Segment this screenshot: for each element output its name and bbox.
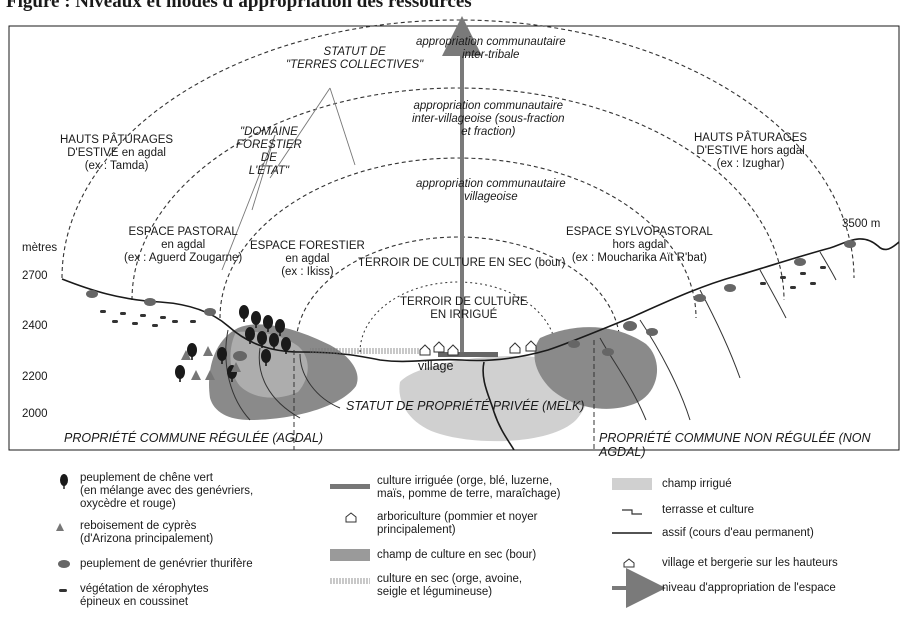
statut-terres-collectives: STATUT DE"TERRES COLLECTIVES" — [286, 46, 424, 71]
dry-field-right — [534, 327, 658, 409]
peak-altitude: 3500 m — [842, 218, 881, 230]
legend-dry-crop: culture en sec (orge, avoine,seigle et l… — [377, 573, 523, 598]
legend-river: assif (cours d'eau permanent) — [662, 527, 814, 539]
legend-arrow: niveau d'appropriation de l'espace — [662, 582, 836, 594]
legend-village: village et bergerie sur les hauteurs — [662, 557, 838, 569]
arc-inter-villageoise — [131, 87, 785, 301]
altitude-unit: mètres — [22, 242, 58, 254]
altitude-2000: 2000 — [22, 408, 48, 420]
river — [482, 361, 515, 451]
legend-juniper: peuplement de genévrier thurifère — [80, 558, 253, 570]
arc-villageoise — [219, 157, 697, 319]
irrigated-field-center — [399, 355, 588, 442]
arc-terroir-irrigue — [359, 281, 557, 353]
altitude-2400: 2400 — [22, 320, 48, 332]
legend-oak: peuplement de chêne vert(en mélange avec… — [80, 472, 254, 510]
propriete-commune-regulee: PROPRIÉTÉ COMMUNE RÉGULÉE (AGDAL) — [64, 431, 324, 445]
legend-terrace: terrasse et culture — [662, 504, 755, 516]
terrain-profile — [61, 238, 900, 363]
legend-irrigated-field: champ irrigué — [662, 478, 732, 490]
legend-swatches — [56, 474, 666, 608]
terroir-culture-sec: TERROIR DE CULTURE EN SEC (bour) — [358, 257, 566, 269]
legend-dry-field: champ de culture en sec (bour) — [377, 549, 537, 561]
legend-irrigated-crop: culture irriguée (orge, blé, luzerne,maï… — [377, 475, 561, 500]
altitude-2700: 2700 — [22, 270, 48, 282]
cushion-plant-cluster — [100, 266, 826, 327]
arc-terroir-sec — [295, 236, 621, 346]
legend-cypress: reboisement de cyprès(d'Arizona principa… — [80, 520, 214, 545]
village-label: village — [418, 359, 454, 373]
juniper-cluster — [86, 240, 856, 361]
altitude-2200: 2200 — [22, 371, 48, 383]
statut-propriete-privee: STATUT DE PROPRIÉTÉ PRIVÉE (MELK) — [346, 399, 585, 413]
village-houses — [419, 340, 537, 356]
oak-tree-cluster — [175, 305, 291, 382]
propriete-commune-non-regulee: PROPRIÉTÉ COMMUNE NON RÉGULÉE (NON AGDAL… — [599, 431, 871, 459]
cypress-cluster — [181, 346, 241, 380]
figure-title: Figure : Niveaux et modes d'appropriatio… — [6, 0, 472, 12]
